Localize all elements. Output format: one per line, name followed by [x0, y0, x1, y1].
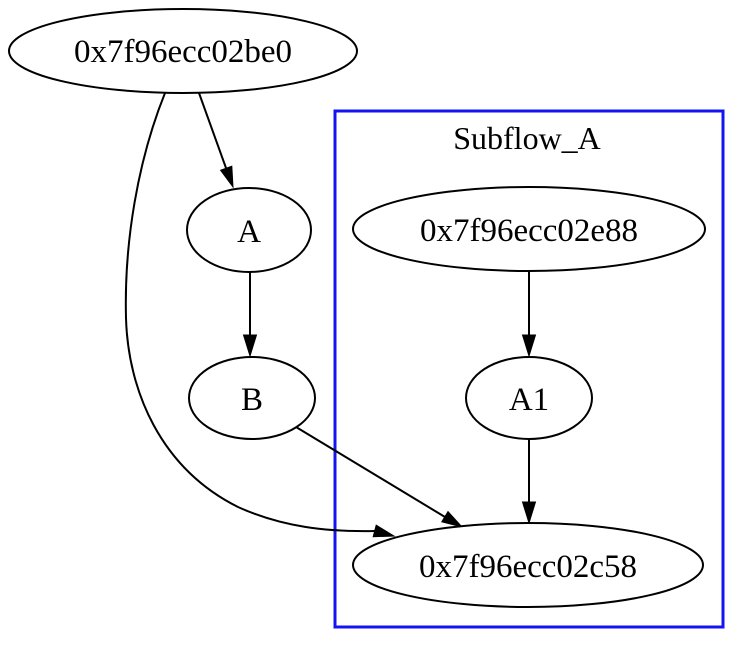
edge-arrowhead — [441, 510, 464, 528]
node-ellipse — [352, 522, 704, 608]
edge-line — [198, 92, 227, 169]
node-label: 0x7f96ecc02c58 — [419, 549, 637, 585]
node-label: 0x7f96ecc02e88 — [420, 213, 638, 249]
node-a1: A1 — [465, 356, 593, 440]
node-0x7f96ecc02be0: 0x7f96ecc02be0 — [8, 8, 358, 94]
edge-line — [124, 92, 376, 533]
node-ellipse — [188, 356, 316, 440]
node-a: A — [186, 187, 312, 273]
subflow-a-cluster-box — [333, 109, 725, 629]
node-ellipse — [186, 187, 312, 273]
edge-be0-to-a — [198, 92, 234, 189]
edge-e88-to-a1 — [521, 272, 537, 358]
edge-be0-to-c58 — [124, 92, 396, 538]
subflow-a-cluster-label: Subflow_A — [453, 120, 601, 156]
edge-arrowhead — [521, 334, 537, 358]
edge-a1-to-c58 — [521, 439, 537, 525]
edge-arrowhead — [219, 165, 234, 189]
edge-arrowhead — [521, 501, 537, 525]
edge-arrowhead — [372, 524, 396, 538]
node-label: 0x7f96ecc02be0 — [74, 34, 292, 70]
node-0x7f96ecc02c58: 0x7f96ecc02c58 — [352, 522, 704, 608]
edge-arrowhead — [242, 334, 258, 358]
cluster-subflow-a: Subflow_A — [333, 109, 725, 629]
edge-b-to-c58 — [295, 426, 464, 528]
edge-line — [295, 426, 446, 518]
node-ellipse — [352, 186, 706, 272]
node-label: B — [241, 382, 263, 418]
node-label: A — [237, 214, 261, 250]
edge-a-to-b — [242, 272, 258, 358]
node-ellipse — [8, 8, 358, 94]
node-0x7f96ecc02e88: 0x7f96ecc02e88 — [352, 186, 706, 272]
node-ellipse — [465, 356, 593, 440]
node-b: B — [188, 356, 316, 440]
node-label: A1 — [509, 382, 549, 418]
